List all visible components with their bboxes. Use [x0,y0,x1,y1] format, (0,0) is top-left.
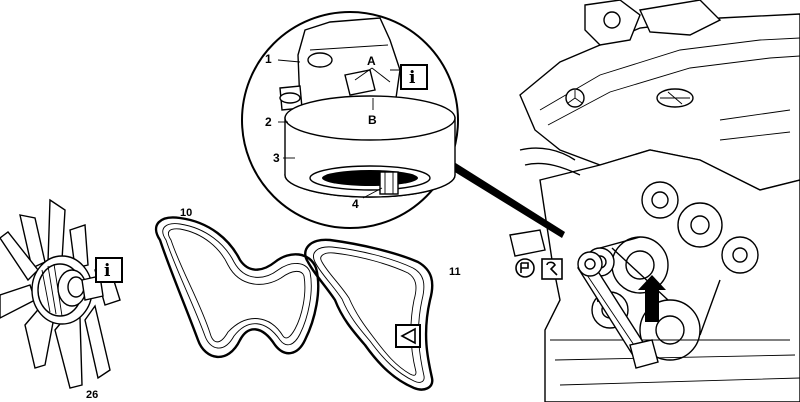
viscous-fan-clutch [0,198,121,389]
info-icon-box-detail: i [400,64,428,90]
callout-11: 11 [449,266,461,278]
info-icon: i [409,68,416,88]
callout-3: 3 [273,151,280,165]
info-icon-box-fan: i [95,257,123,283]
socket-wrench-icon [515,258,535,278]
detail-inset-tensioner [241,11,565,238]
tensioner-wrench-tool [576,251,659,369]
rotation-direction-arrow [638,275,666,322]
callout-26: 26 [86,389,98,401]
callout-B: B [368,113,377,127]
poly-v-belt-11 [304,238,434,391]
callout-A: A [367,54,376,68]
poly-v-belt-10 [154,216,320,359]
info-icon: i [104,261,111,281]
engine-illustration [509,0,800,402]
belt-routing-warning-icon [395,324,421,348]
callout-4: 4 [352,197,359,211]
callout-1: 1 [265,52,272,66]
tensioner-tool-icon [541,258,563,280]
callout-2: 2 [265,115,272,129]
callout-10: 10 [180,207,192,219]
